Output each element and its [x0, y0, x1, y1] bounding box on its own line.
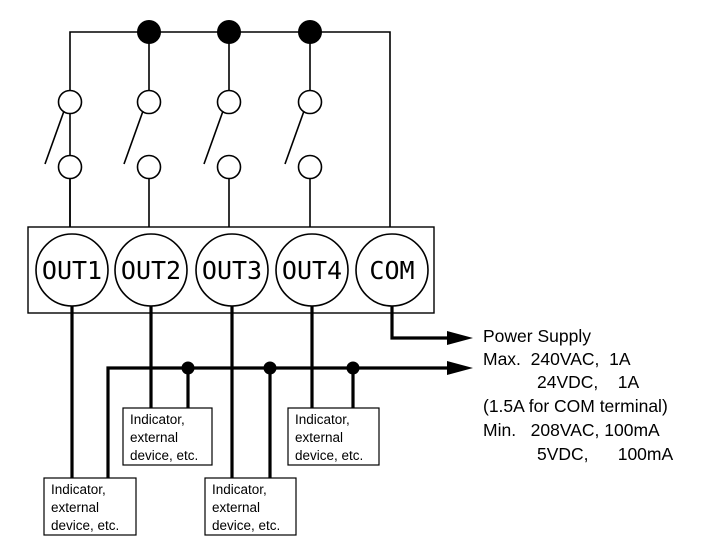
- output-wiring: [70, 306, 462, 478]
- terminal-label: OUT1: [42, 256, 102, 285]
- relay-contact-2: [123, 89, 162, 227]
- terminal-label: COM: [369, 256, 414, 285]
- arrow-icon: [447, 361, 473, 375]
- common-bus: [69, 31, 391, 227]
- arrow-icon: [447, 331, 473, 345]
- terminal-out1: OUT1: [35, 233, 109, 307]
- terminal-out2: OUT2: [114, 233, 188, 307]
- load-text: external: [51, 500, 99, 515]
- load-box-out2: Indicator, external device, etc.: [122, 407, 213, 466]
- relay-contact-1: [44, 89, 83, 227]
- junction-dot: [298, 20, 322, 44]
- spec-line: Min. 208VAC, 100mA: [483, 420, 660, 440]
- load-box-out1: Indicator, external device, etc.: [43, 477, 137, 536]
- load-text: Indicator,: [130, 412, 185, 427]
- terminal-com: COM: [355, 233, 429, 307]
- terminal-label: OUT4: [282, 256, 342, 285]
- terminal-out4: OUT4: [275, 233, 349, 307]
- relay-contact-3: [203, 89, 242, 227]
- load-text: device, etc.: [295, 448, 363, 463]
- terminal-label: OUT2: [121, 256, 181, 285]
- spec-line: 24VDC, 1A: [537, 372, 639, 392]
- com-wire: [390, 306, 462, 340]
- junction-dot: [263, 361, 277, 375]
- arrowheads: [447, 331, 473, 375]
- junction-dot: [346, 361, 360, 375]
- return-junction-dots: [181, 361, 360, 375]
- relay-contact-4: [284, 89, 323, 227]
- load-text: external: [130, 430, 178, 445]
- load-box-out4: Indicator, external device, etc.: [287, 407, 380, 466]
- load-text: Indicator,: [295, 412, 350, 427]
- junction-dot: [217, 20, 241, 44]
- return-bus: [106, 366, 462, 478]
- junction-dot: [137, 20, 161, 44]
- spec-heading: Power Supply: [483, 326, 591, 346]
- load-box-out3: Indicator, external device, etc.: [204, 477, 297, 536]
- load-text: external: [212, 500, 260, 515]
- power-supply-spec: Power Supply Max. 240VAC, 1A 24VDC, 1A (…: [483, 326, 673, 464]
- spec-line: (1.5A for COM terminal): [483, 396, 668, 416]
- load-text: device, etc.: [51, 518, 119, 533]
- bus-junction-dots: [137, 20, 322, 44]
- spec-line: Max. 240VAC, 1A: [483, 349, 631, 369]
- load-text: external: [295, 430, 343, 445]
- load-text: device, etc.: [130, 448, 198, 463]
- terminal-label: OUT3: [202, 256, 262, 285]
- spec-line: 5VDC, 100mA: [537, 444, 673, 464]
- terminal-out3: OUT3: [195, 233, 269, 307]
- load-text: Indicator,: [212, 482, 267, 497]
- load-text: Indicator,: [51, 482, 106, 497]
- junction-dot: [181, 361, 195, 375]
- load-text: device, etc.: [212, 518, 280, 533]
